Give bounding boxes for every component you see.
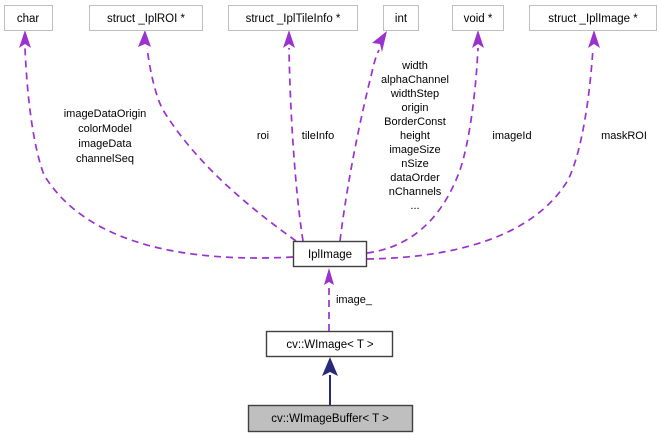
inheritance-edges-group: [322, 357, 338, 405]
edge-label-image-member: image_: [336, 294, 373, 306]
edge-label-int: width alphaChannel widthStep origin Bord…: [381, 60, 449, 212]
node-struct-ipltileinfo-ptr[interactable]: struct _IplTileInfo *: [228, 5, 358, 31]
edge-iplimage-char-arrowhead: [19, 30, 31, 48]
edge-label-imageid-line-0: imageId: [492, 130, 531, 142]
node-iplimage[interactable]: IplImage: [292, 240, 368, 268]
edge-iplimage-iplroi: [146, 47, 297, 242]
edge-wimage-iplimage-arrowhead: [324, 268, 334, 285]
edge-label-maskroi: maskROI: [601, 130, 647, 142]
edge-label-char-line-0: imageDataOrigin: [64, 108, 147, 120]
edge-label-int-line-5: height: [400, 130, 430, 142]
node-int[interactable]: int: [383, 5, 419, 31]
edge-label-int-line-2: widthStep: [390, 88, 439, 100]
node-struct-iplroi-ptr-label: struct _IplROI *: [107, 13, 185, 25]
edge-iplimage-void-arrowhead: [472, 30, 484, 48]
edge-label-char-line-1: colorModel: [78, 123, 132, 135]
edge-iplimage-ipltileinfo: [288, 47, 304, 242]
edge-label-image-member-line-0: image_: [336, 294, 373, 306]
edge-label-char-line-2: imageData: [78, 138, 132, 150]
edge-iplimage-char: [24, 47, 294, 259]
node-struct-ipltileinfo-ptr-box[interactable]: [228, 5, 358, 31]
node-cv-wimage[interactable]: cv::WImage< T >: [265, 330, 394, 358]
node-struct-iplimage-ptr-box[interactable]: [529, 5, 657, 31]
node-cv-wimagebuffer-label: cv::WImageBuffer< T >: [271, 413, 389, 425]
node-cv-wimagebuffer[interactable]: cv::WImageBuffer< T >: [247, 404, 414, 433]
edge-label-maskroi-line-0: maskROI: [601, 130, 647, 142]
node-void-ptr-box[interactable]: [452, 5, 504, 31]
node-char-box[interactable]: [4, 5, 53, 31]
node-struct-iplimage-ptr[interactable]: struct _IplImage *: [529, 5, 657, 31]
edge-iplimage-ipltileinfo-arrowhead: [283, 30, 295, 48]
edge-label-tileinfo: tileInfo: [302, 130, 334, 142]
node-void-ptr-label: void *: [464, 13, 493, 25]
node-char-label: char: [17, 13, 40, 25]
node-struct-ipltileinfo-ptr-label: struct _IplTileInfo *: [246, 13, 341, 25]
node-struct-iplimage-ptr-label: struct _IplImage *: [548, 13, 638, 25]
edge-label-int-line-1: alphaChannel: [381, 74, 449, 86]
edge-label-char-line-3: channelSeq: [76, 153, 134, 165]
edge-label-int-line-10: ...: [410, 200, 419, 212]
edge-label-int-line-6: imageSize: [389, 144, 440, 156]
node-iplimage-box[interactable]: [292, 240, 368, 268]
edge-label-roi-line-0: roi: [257, 130, 269, 142]
edge-label-roi: roi: [257, 130, 269, 142]
edge-label-int-line-8: dataOrder: [390, 172, 440, 184]
edge-iplimage-iplimageptr: [366, 47, 594, 260]
edge-label-int-line-4: BorderConst: [384, 116, 446, 128]
edge-label-int-line-0: width: [401, 60, 428, 72]
edge-iplimage-iplimageptr-arrowhead: [588, 30, 600, 48]
edge-label-imageid: imageId: [492, 130, 531, 142]
node-struct-iplroi-ptr[interactable]: struct _IplROI *: [89, 5, 203, 31]
node-void-ptr[interactable]: void *: [452, 5, 504, 31]
node-struct-iplroi-ptr-box[interactable]: [89, 5, 203, 31]
node-cv-wimagebuffer-box[interactable]: [247, 404, 414, 433]
edge-label-int-line-7: nSize: [401, 158, 429, 170]
node-int-box[interactable]: [383, 5, 419, 31]
edge-label-tileinfo-line-0: tileInfo: [302, 130, 334, 142]
edge-iplimage-int-arrowhead: [372, 31, 387, 52]
usage-edges-group: [19, 30, 600, 331]
node-cv-wimage-label: cv::WImage< T >: [286, 339, 373, 351]
edge-iplimage-int: [339, 49, 380, 242]
node-char[interactable]: char: [4, 5, 53, 31]
node-iplimage-label: IplImage: [308, 249, 352, 261]
edge-label-int-line-3: origin: [402, 102, 429, 114]
edge-label-char: imageDataOrigin colorModel imageData cha…: [64, 108, 147, 165]
node-cv-wimage-box[interactable]: [265, 330, 394, 358]
node-int-label: int: [395, 13, 408, 25]
edge-label-int-line-9: nChannels: [389, 186, 442, 198]
edge-iplimage-iplroi-arrowhead: [138, 30, 151, 47]
edge-buffer-wimage-arrowhead: [322, 357, 338, 376]
